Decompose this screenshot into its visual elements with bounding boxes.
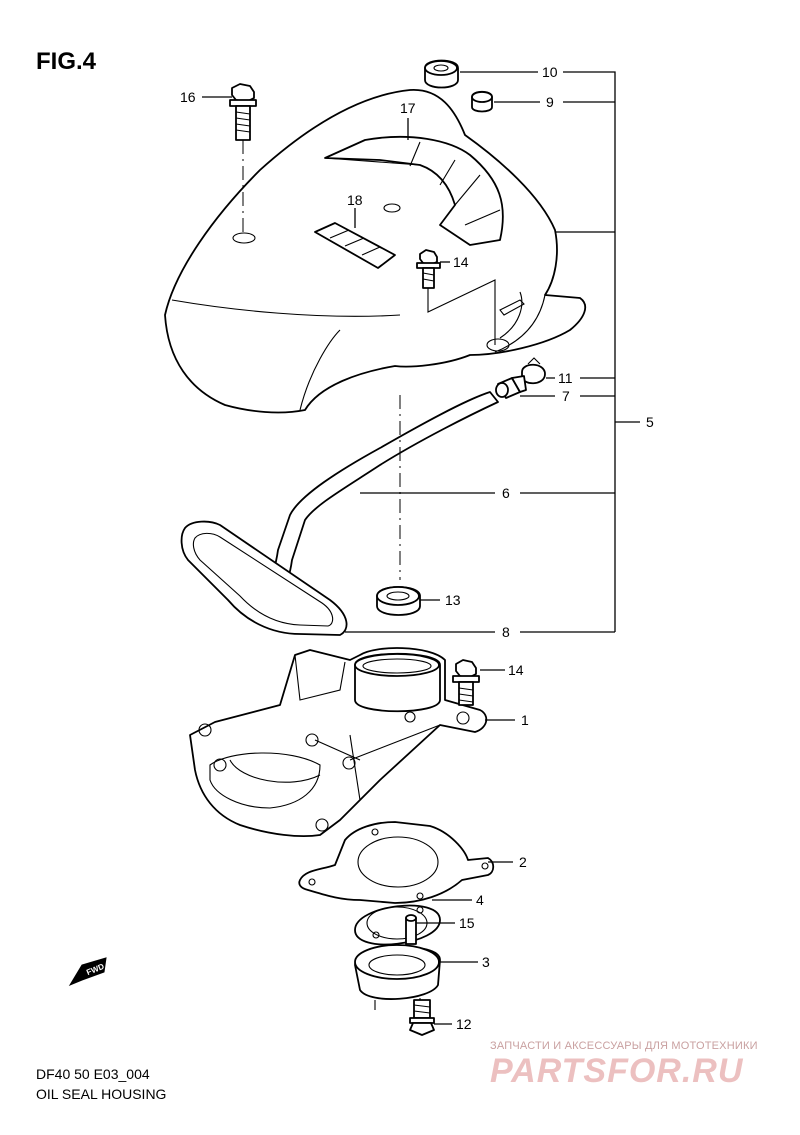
- watermark-tagline: ЗАПЧАСТИ И АКСЕССУАРЫ ДЛЯ МОТОТЕХНИКИ: [490, 1040, 758, 1052]
- callout-4: 4: [476, 892, 484, 908]
- callout-3: 3: [482, 954, 490, 970]
- part-gasket-8[interactable]: [180, 520, 348, 636]
- watermark-brand: PARTSFOR.RU: [490, 1052, 744, 1090]
- callout-14-upper: 14: [453, 254, 469, 270]
- part-gasket-2[interactable]: [298, 821, 495, 904]
- part-case-3[interactable]: [354, 944, 441, 1010]
- part-nipple-7[interactable]: [495, 375, 527, 399]
- diagram-code: DF40 50 E03_004: [36, 1066, 150, 1082]
- fwd-arrow-icon: FWD: [68, 957, 107, 987]
- part-pin-16[interactable]: [405, 914, 417, 945]
- callout-18: 18: [347, 192, 363, 208]
- part-seal-4[interactable]: [354, 904, 441, 946]
- callout-6: 6: [502, 485, 510, 501]
- part-bolt-15[interactable]: [229, 83, 257, 141]
- part-grommet-9[interactable]: [471, 90, 493, 113]
- callout-1: 1: [521, 712, 529, 728]
- part-hose-6[interactable]: [263, 391, 499, 605]
- callout-12: 12: [456, 1016, 472, 1032]
- callout-16: 15: [459, 915, 475, 931]
- figure-title: FIG.4: [36, 48, 97, 75]
- callout-14-lower: 14: [508, 662, 524, 678]
- callout-11: 11: [558, 370, 573, 386]
- part-housing-1[interactable]: [189, 647, 488, 837]
- callout-10: 10: [542, 64, 558, 80]
- callout-15: 16: [180, 89, 196, 105]
- callout-17: 17: [400, 100, 416, 116]
- part-cover[interactable]: [164, 89, 587, 414]
- callout-7: 7: [562, 388, 570, 404]
- part-clamp-11[interactable]: [521, 357, 546, 385]
- callout-2: 2: [519, 854, 527, 870]
- callout-13: 13: [445, 592, 461, 608]
- part-grommet-10[interactable]: [424, 59, 459, 89]
- part-seal-13[interactable]: [376, 586, 421, 616]
- callout-labels: 10 9 16 17 18 14 11 7 5 6 13 8 14 1 2 4 …: [180, 64, 654, 1032]
- part-bolt-12[interactable]: [409, 999, 435, 1036]
- callout-5: 5: [646, 414, 654, 430]
- callout-8: 8: [502, 624, 510, 640]
- leader-lines: [202, 71, 640, 1025]
- callout-9: 9: [546, 94, 554, 110]
- part-bolt-14-upper[interactable]: [416, 249, 441, 289]
- diagram-name: OIL SEAL HOUSING: [36, 1086, 167, 1102]
- part-bolt-14-lower[interactable]: [452, 659, 480, 706]
